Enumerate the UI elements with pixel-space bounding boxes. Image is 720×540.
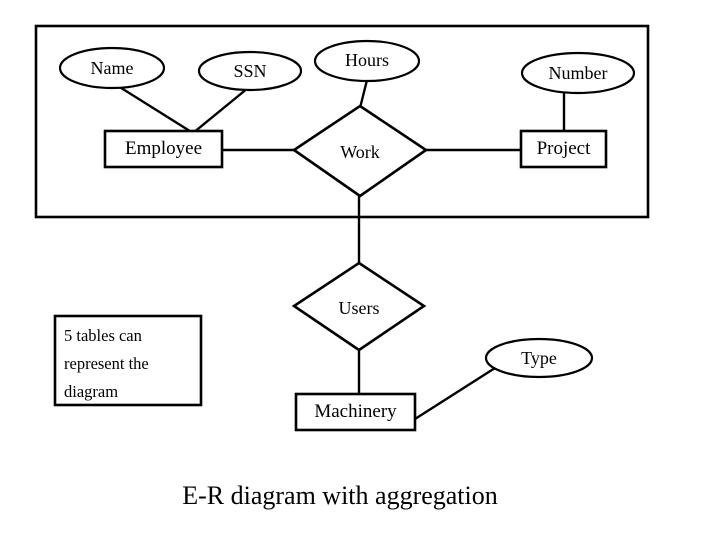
entity-rect-project[interactable] — [519, 129, 608, 169]
edge-hours-to-work — [358, 79, 369, 109]
entity-label-project: Project — [536, 138, 591, 159]
entity-rect-employee[interactable] — [103, 129, 224, 169]
note-text-line-1: 5 tables can — [64, 326, 142, 345]
attribute-label-ssn: SSN — [233, 61, 267, 81]
relationship-diamond-work[interactable] — [291, 104, 429, 198]
attribute-ellipse-hours[interactable] — [313, 39, 421, 83]
attribute-ellipse-number[interactable] — [520, 51, 636, 95]
relationship-label-users: Users — [338, 298, 380, 318]
relationship-diamond-users[interactable] — [291, 261, 427, 352]
entity-rect-machinery[interactable] — [294, 392, 417, 432]
note-box-border — [53, 314, 203, 407]
attribute-label-number: Number — [548, 63, 608, 83]
note-text-line-2: represent the — [64, 354, 149, 373]
attribute-ellipse-name[interactable] — [58, 46, 166, 90]
aggregation-boundary-box — [34, 24, 650, 219]
attribute-label-name: Name — [90, 58, 134, 78]
edge-name-to-employee — [117, 84, 194, 135]
attribute-ellipse-type[interactable] — [484, 337, 594, 379]
attribute-label-type: Type — [521, 348, 557, 368]
relationship-label-work: Work — [340, 142, 380, 162]
diagram-caption: E-R diagram with aggregation — [182, 481, 498, 510]
edge-ssn-to-employee — [192, 87, 249, 134]
edge-machinery-to-type — [414, 366, 496, 421]
note-text-line-3: diagram — [64, 382, 119, 401]
entity-label-machinery: Machinery — [314, 401, 397, 422]
attribute-ellipse-ssn[interactable] — [197, 50, 303, 92]
entity-label-employee: Employee — [124, 138, 203, 159]
attribute-label-hours: Hours — [345, 50, 389, 70]
